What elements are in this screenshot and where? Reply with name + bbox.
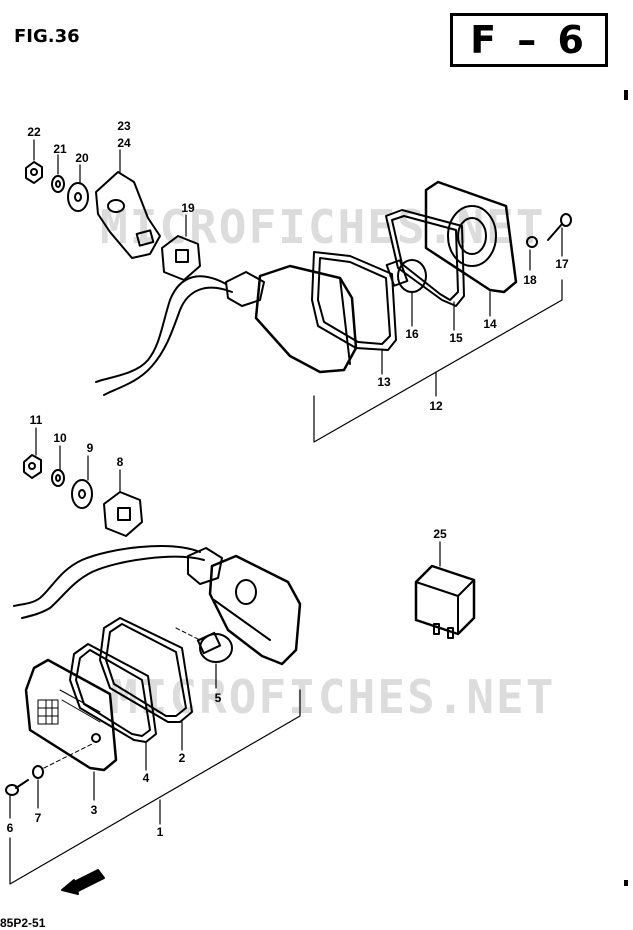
callout-20: 20 — [75, 151, 89, 165]
leader-lines-upper — [33, 139, 563, 443]
callout-1: 1 — [157, 825, 164, 839]
leader-lines-lower — [9, 427, 301, 885]
lens-part-3 — [24, 658, 118, 772]
grommet-part-8 — [103, 491, 143, 537]
screw-part-6 — [5, 779, 29, 796]
callout-8: 8 — [117, 455, 124, 469]
callout-11: 11 — [30, 413, 43, 427]
gasket-part-15 — [385, 209, 465, 307]
callout-12: 12 — [429, 399, 443, 413]
lamp-housing-lower — [187, 547, 302, 666]
gasket-part-2 — [99, 617, 193, 723]
callout-2: 2 — [179, 751, 186, 765]
washer-part-20 — [67, 182, 89, 212]
callout-13: 13 — [377, 375, 391, 389]
callout-17: 17 — [555, 257, 569, 271]
callout-25: 25 — [433, 527, 447, 541]
watermark-upper: MICROFICHES.NET — [100, 200, 546, 254]
callout-6: 6 — [7, 821, 14, 835]
callout-10: 10 — [53, 431, 67, 445]
grommet-part-19 — [161, 235, 201, 281]
callout-5: 5 — [215, 691, 222, 705]
callout-4: 4 — [143, 771, 150, 785]
margin-mark-bottom — [624, 880, 628, 886]
callout-16: 16 — [405, 327, 419, 341]
washer-part-9 — [71, 479, 93, 509]
nut-part-22 — [25, 161, 43, 184]
washer-part-7 — [32, 743, 93, 779]
wire-harness-upper — [95, 275, 233, 396]
gasket-part-13 — [311, 251, 397, 351]
section-code-box: F – 6 — [450, 13, 608, 67]
callout-23: 23 — [117, 119, 131, 133]
lamp-housing-upper — [225, 264, 358, 374]
screw-part-17 — [547, 213, 572, 241]
callout-15: 15 — [449, 331, 463, 345]
footer-code: 85P2-51 — [0, 916, 46, 930]
callout-19: 19 — [181, 201, 195, 215]
nut-part-11 — [23, 454, 42, 479]
bracket-part-23-24 — [95, 171, 161, 259]
lock-washer-part-21 — [51, 175, 65, 193]
callout-3: 3 — [91, 803, 98, 817]
front-direction-arrow-icon — [61, 869, 105, 895]
callout-18: 18 — [523, 273, 537, 287]
washer-part-18 — [526, 236, 538, 248]
callout-21: 21 — [53, 142, 67, 156]
figure-title: FIG.36 — [14, 26, 80, 47]
callout-14: 14 — [483, 317, 497, 331]
bulb-part-5 — [175, 627, 233, 663]
callout-24: 24 — [117, 136, 131, 150]
lock-washer-part-10 — [51, 469, 65, 487]
callout-22: 22 — [27, 125, 41, 139]
relay-part-25 — [414, 541, 476, 639]
lens-part-14 — [424, 180, 518, 294]
wire-harness-lower — [13, 545, 205, 619]
margin-mark-top — [624, 90, 628, 100]
callout-9: 9 — [87, 441, 94, 455]
callout-7: 7 — [35, 811, 42, 825]
